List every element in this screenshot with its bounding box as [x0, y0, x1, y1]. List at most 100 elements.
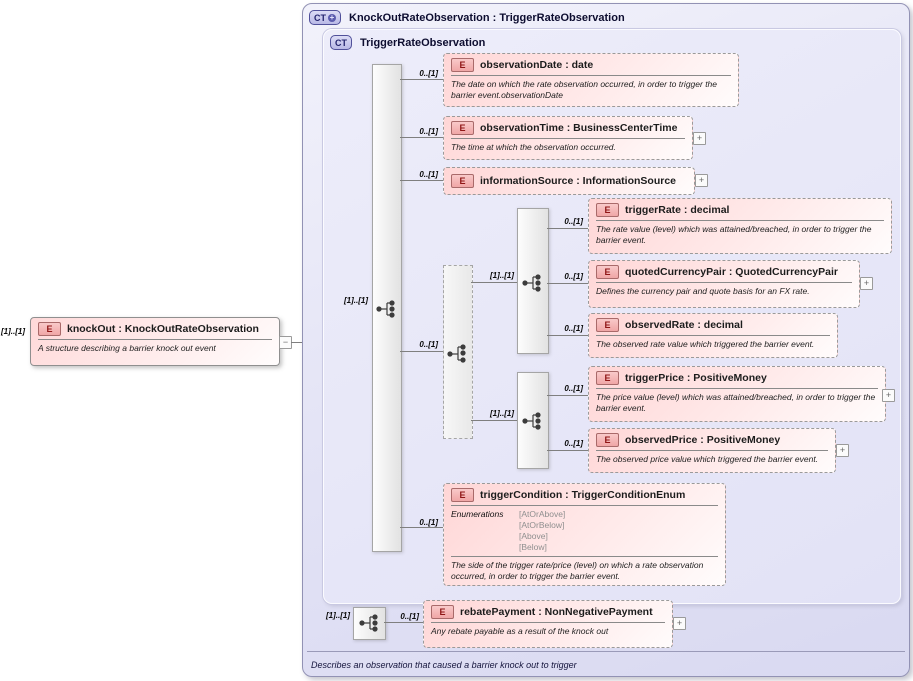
cardinality-label: 0..[1] [564, 439, 583, 448]
element-description: The rate value (level) which was attaine… [596, 224, 872, 245]
element-knockout[interactable]: E knockOut : KnockOutRateObservation A s… [30, 317, 280, 366]
element-title: informationSource : InformationSource [480, 175, 677, 187]
connector-line [400, 351, 443, 352]
rebate-group-cardinality: [1]..[1] [326, 611, 350, 620]
element-triggerrate[interactable]: E triggerRate : decimal The rate value (… [588, 198, 892, 254]
cardinality-label: 0..[1] [419, 127, 438, 136]
outer-title: KnockOutRateObservation : TriggerRateObs… [349, 11, 625, 24]
connector-line [547, 395, 588, 396]
divider [596, 388, 878, 389]
enumeration-section: Enumerations [AtOrAbove] [AtOrBelow] [Ab… [444, 506, 725, 555]
element-description: The observed price value which triggered… [596, 454, 819, 464]
cardinality-label: 0..[1] [564, 324, 583, 333]
element-description: The time at which the observation occurr… [451, 142, 616, 152]
cardinality-label: 0..[1] [419, 69, 438, 78]
expand-icon[interactable]: + [673, 617, 686, 630]
element-observationdate[interactable]: E observationDate : date The date on whi… [443, 53, 739, 107]
cardinality-label: 0..[1] [564, 272, 583, 281]
derived-plus-icon: + [328, 12, 336, 22]
element-icon: E [451, 174, 474, 188]
element-icon: E [451, 121, 474, 135]
divider [431, 622, 665, 623]
element-description: A structure describing a barrier knock o… [38, 343, 216, 353]
element-description: The side of the trigger rate/price (leve… [451, 560, 704, 581]
enumeration-value: [Below] [519, 542, 547, 552]
footer-description: Describes an observation that caused a b… [311, 660, 577, 670]
expand-icon[interactable]: + [860, 277, 873, 290]
element-quotedcurrencypair[interactable]: E quotedCurrencyPair : QuotedCurrencyPai… [588, 260, 860, 308]
expand-icon[interactable]: + [882, 389, 895, 402]
enumeration-value: [AtOrAbove] [519, 509, 566, 519]
element-icon: E [596, 265, 619, 279]
element-rebatepayment[interactable]: E rebatePayment : NonNegativePayment Any… [423, 600, 673, 648]
element-title: triggerPrice : PositiveMoney [625, 372, 767, 384]
divider [596, 335, 830, 336]
complextype-icon[interactable]: CT [330, 35, 352, 50]
outer-header: CT+ KnockOutRateObservation : TriggerRat… [309, 10, 625, 25]
element-description: Any rebate payable as a result of the kn… [431, 626, 609, 636]
element-icon: E [38, 322, 61, 336]
connector-line [547, 335, 588, 336]
divider [451, 505, 718, 506]
cardinality-label: 0..[1] [564, 384, 583, 393]
connector-line [400, 527, 443, 528]
element-icon: E [451, 58, 474, 72]
sequence-bar-main [372, 64, 402, 552]
cardinality-label: 0..[1] [419, 170, 438, 179]
element-description: The date on which the rate observation o… [451, 79, 718, 100]
complextype-icon[interactable]: CT+ [309, 10, 341, 25]
element-observationtime[interactable]: E observationTime : BusinessCenterTime T… [443, 116, 693, 160]
cardinality-label: 0..[1] [400, 612, 419, 621]
element-title: triggerCondition : TriggerConditionEnum [480, 489, 686, 501]
element-title: observationTime : BusinessCenterTime [480, 122, 678, 134]
rate-group-cardinality: [1]..[1] [490, 271, 514, 280]
expand-icon[interactable]: + [693, 132, 706, 145]
element-title: triggerRate : decimal [625, 204, 730, 216]
enumeration-label: Enumerations [451, 509, 504, 519]
element-title: quotedCurrencyPair : QuotedCurrencyPair [625, 266, 838, 278]
connector-line [547, 450, 588, 451]
connector-line [400, 79, 443, 80]
element-description: Defines the currency pair and quote basi… [596, 286, 810, 296]
element-title: observationDate : date [480, 59, 594, 71]
enumeration-value: [Above] [519, 531, 548, 541]
sequence-icon [444, 343, 472, 363]
divider [451, 138, 685, 139]
divider [596, 282, 852, 283]
element-description: The price value (level) which was attain… [596, 392, 876, 413]
main-sequence-cardinality: [1]..[1] [344, 296, 368, 305]
sequence-icon [354, 613, 385, 633]
price-group-cardinality: [1]..[1] [490, 409, 514, 418]
divider [38, 339, 272, 340]
sequence-icon [518, 411, 548, 431]
cardinality-label: 0..[1] [564, 217, 583, 226]
element-triggerprice[interactable]: E triggerPrice : PositiveMoney The price… [588, 366, 886, 422]
knockout-cardinality: [1]..[1] [1, 327, 25, 336]
element-icon: E [596, 433, 619, 447]
expand-icon[interactable]: + [695, 174, 708, 187]
connector-line [400, 180, 443, 181]
cardinality-label: 0..[1] [419, 518, 438, 527]
element-icon: E [431, 605, 454, 619]
connector-line [547, 283, 588, 284]
element-icon: E [596, 371, 619, 385]
element-observedprice[interactable]: E observedPrice : PositiveMoney The obse… [588, 428, 836, 473]
element-triggercondition[interactable]: E triggerCondition : TriggerConditionEnu… [443, 483, 726, 586]
element-icon: E [596, 318, 619, 332]
element-title: observedRate : decimal [625, 319, 743, 331]
expand-icon[interactable]: + [836, 444, 849, 457]
sequence-bar-rate [517, 208, 549, 354]
element-title: rebatePayment : NonNegativePayment [460, 606, 653, 618]
connector-line [471, 420, 517, 421]
inner-header: CT TriggerRateObservation [330, 35, 485, 50]
connector-line [384, 622, 423, 623]
element-observedrate[interactable]: E observedRate : decimal The observed ra… [588, 313, 838, 358]
element-informationsource[interactable]: E informationSource : InformationSource [443, 167, 695, 195]
sequence-icon [373, 299, 401, 319]
sequence-bar-optional [443, 265, 473, 439]
element-icon: E [596, 203, 619, 217]
divider [451, 75, 731, 76]
element-title: knockOut : KnockOutRateObservation [67, 323, 259, 335]
enumeration-values: [AtOrAbove] [AtOrBelow] [Above] [Below] [519, 509, 565, 553]
connector-line [471, 282, 517, 283]
